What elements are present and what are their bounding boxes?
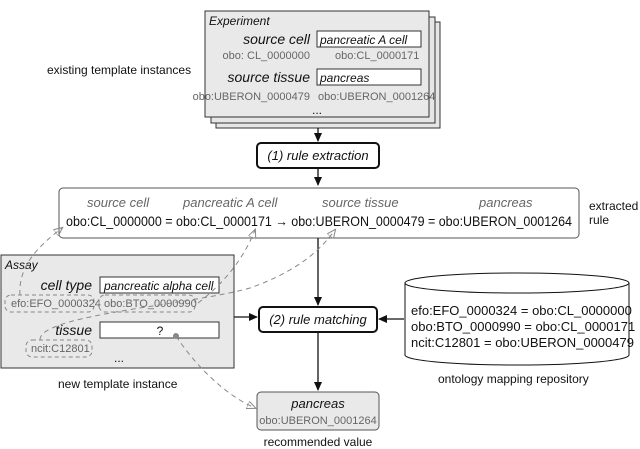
recommended-caption: recommended value <box>264 435 373 449</box>
rule-label-pancreatic-a-cell: pancreatic A cell <box>182 195 279 210</box>
rule-label-source-cell: source cell <box>87 195 150 210</box>
repository-line1: efo:EFO_0000324 = obo:CL_0000000 <box>411 303 632 318</box>
connector-question-to-recommended <box>176 336 255 408</box>
experiment-field1-label-id: obo: CL_0000000 <box>223 50 310 62</box>
rule-extraction-label: (1) rule extraction <box>267 148 368 163</box>
repository-cylinder <box>404 272 630 366</box>
assay-field1-value: pancreatic alpha cell <box>103 279 214 293</box>
assay-field2-label: tissue <box>55 322 92 338</box>
experiment-field2-label-id: obo:UBERON_0000479 <box>193 91 310 103</box>
rule-label-pancreas: pancreas <box>478 195 533 210</box>
assay-field2-label-id: ncit:C12801 <box>31 343 90 355</box>
recommended-box <box>256 391 380 431</box>
experiment-field2-box <box>316 68 422 86</box>
assay-field2-label-id-pill <box>25 339 93 358</box>
existing-instances-label: existing template instances <box>47 63 191 77</box>
assay-field1-label-id-pill <box>4 294 95 313</box>
rule-matching-label: (2) rule matching <box>269 312 367 327</box>
rule-label-source-tissue: source tissue <box>322 195 399 210</box>
extracted-rule-label-line1: extracted <box>589 199 638 213</box>
assay-title: Assay <box>4 258 39 272</box>
experiment-field2-value: pancreas <box>319 71 369 85</box>
assay-ellipsis: ... <box>114 351 124 365</box>
recommended-value: pancreas <box>290 396 345 411</box>
experiment-field1-box <box>316 30 422 48</box>
assay-field1-label: cell type <box>41 277 93 293</box>
connector-ncit-to-source-tissue <box>39 230 335 341</box>
rule-formula: obo:CL_0000000 = obo:CL_0000171 → obo:UB… <box>66 213 572 229</box>
repository-line2: obo:BTO_0000990 = obo:CL_0000171 <box>411 319 635 334</box>
assay-field1-label-id: efo:EFO_0000324 <box>11 298 101 310</box>
recommended-id: obo:UBERON_0001264 <box>259 415 376 427</box>
experiment-field1-value-id: obo:CL_0000171 <box>335 50 419 62</box>
experiment-field1-label: source cell <box>243 31 311 47</box>
extracted-rule-box <box>58 187 580 239</box>
repository-line3: ncit:C12801 = obo:UBERON_0000479 <box>411 335 634 350</box>
connector-efo-to-source-cell <box>19 228 62 296</box>
experiment-field2-label: source tissue <box>228 69 311 85</box>
repository-caption: ontology mapping repository <box>438 372 589 386</box>
assay-field1-value-id: obo:BTO_0000990 <box>104 298 197 310</box>
new-instance-label: new template instance <box>58 377 178 391</box>
assay-field1-value-id-pill <box>98 294 196 313</box>
connector-bto-to-pancreatic-a-cell <box>197 230 255 304</box>
extracted-rule-label-line2: rule <box>589 213 609 227</box>
experiment-field2-value-id: obo:UBERON_0001264 <box>318 91 435 103</box>
experiment-title: Experiment <box>209 14 270 28</box>
experiment-field1-value: pancreatic A cell <box>319 33 407 47</box>
assay-field2-value: ? <box>157 324 164 338</box>
experiment-ellipsis: ... <box>312 103 322 117</box>
